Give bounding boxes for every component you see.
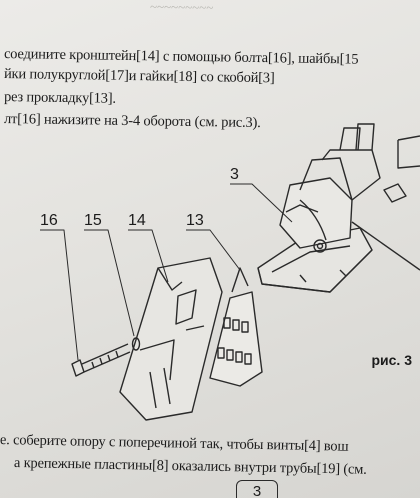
assembled-bracket-drawing	[257, 123, 420, 293]
callout-16: 16	[40, 212, 58, 229]
gasket-13-drawing	[209, 267, 263, 387]
bolt-16-drawing	[71, 343, 131, 377]
bracket-14-drawing	[119, 257, 223, 421]
washer-15-drawing	[131, 337, 141, 351]
callout-13: 13	[186, 212, 204, 229]
figure-caption: рис. 3	[371, 352, 412, 368]
callout-3: 3	[230, 166, 239, 183]
callout-15: 15	[84, 212, 102, 229]
callout-14: 14	[128, 212, 146, 229]
page-number: 3	[236, 480, 278, 498]
